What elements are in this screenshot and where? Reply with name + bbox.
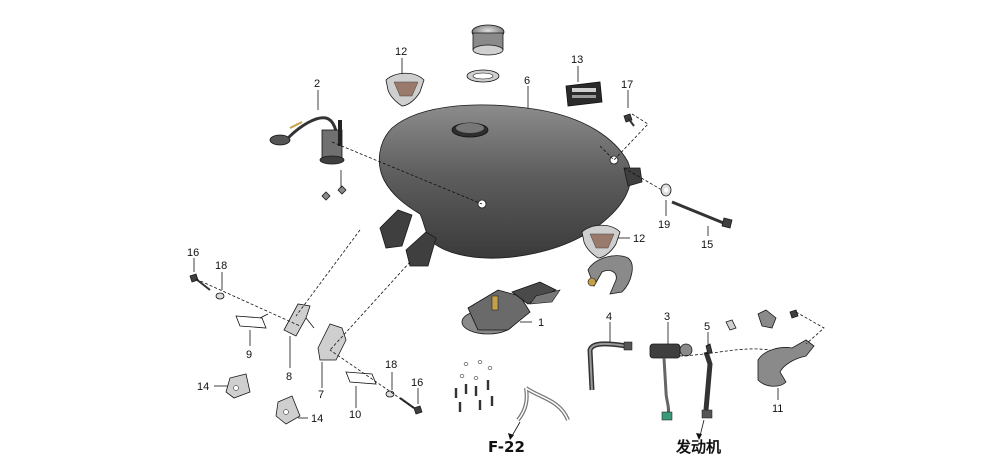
callout-4: 4 xyxy=(606,311,612,323)
hose-clamp-bracket xyxy=(587,255,633,295)
callout-18-right: 18 xyxy=(385,359,397,371)
callout-15: 15 xyxy=(701,239,713,251)
rubber-mount-9 xyxy=(235,313,269,329)
callout-16-left: 16 xyxy=(187,247,199,259)
callout-2: 2 xyxy=(314,78,320,90)
callout-9: 9 xyxy=(246,349,252,361)
plate-14-lower xyxy=(275,395,301,425)
screw-top-right xyxy=(623,113,635,127)
callout-7: 7 xyxy=(318,389,324,401)
bracket-left-upper xyxy=(283,303,315,337)
callout-14-upper: 14 xyxy=(197,381,209,393)
callout-1: 1 xyxy=(538,317,544,329)
warning-decal xyxy=(565,81,603,107)
washer-18-right xyxy=(385,390,395,398)
callout-3: 3 xyxy=(664,311,670,323)
fuel-level-sender xyxy=(269,116,345,165)
rubber-mount-10 xyxy=(345,371,377,385)
callout-17: 17 xyxy=(621,79,633,91)
washer-right xyxy=(660,183,672,197)
reference-engine: 发动机 xyxy=(675,438,721,456)
callout-16-right: 16 xyxy=(411,377,423,389)
small-screw-set xyxy=(454,360,494,412)
hose-5 xyxy=(701,343,713,419)
callout-14-lower: 14 xyxy=(311,413,323,425)
callout-8: 8 xyxy=(286,371,292,383)
dashed-guides xyxy=(195,113,825,409)
callout-6: 6 xyxy=(524,75,530,87)
reference-f22: F-22 xyxy=(488,438,525,456)
fuel-line-4 xyxy=(587,341,633,391)
vent-hose-f22 xyxy=(516,386,570,422)
reference-arrows xyxy=(508,419,705,440)
callout-10: 10 xyxy=(349,409,361,421)
fuel-valve-3 xyxy=(649,343,693,421)
tank-emblem-upper xyxy=(385,72,425,107)
leader-lines xyxy=(193,58,779,419)
washer-18-left xyxy=(215,292,225,300)
callout-13: 13 xyxy=(571,54,583,66)
bracket-left-lower xyxy=(317,323,347,361)
bolt-16-right xyxy=(399,397,423,415)
callout-12-upper: 12 xyxy=(395,46,407,58)
fuel-pump-module xyxy=(461,281,561,335)
sender-screws xyxy=(321,170,347,201)
callout-12-lower: 12 xyxy=(633,233,645,245)
callout-19: 19 xyxy=(658,219,670,231)
callout-5: 5 xyxy=(704,321,710,333)
fuel-cap-gasket xyxy=(466,69,500,83)
bolt-16-left xyxy=(189,273,211,291)
callout-11: 11 xyxy=(772,403,783,415)
plate-14-upper xyxy=(225,373,251,399)
tank-emblem-lower xyxy=(581,224,621,259)
callout-18-left: 18 xyxy=(215,260,227,272)
mounting-bolt-long xyxy=(671,200,733,229)
bracket-11 xyxy=(725,309,815,387)
fuel-cap xyxy=(471,24,505,56)
fuel-tank xyxy=(378,104,643,267)
